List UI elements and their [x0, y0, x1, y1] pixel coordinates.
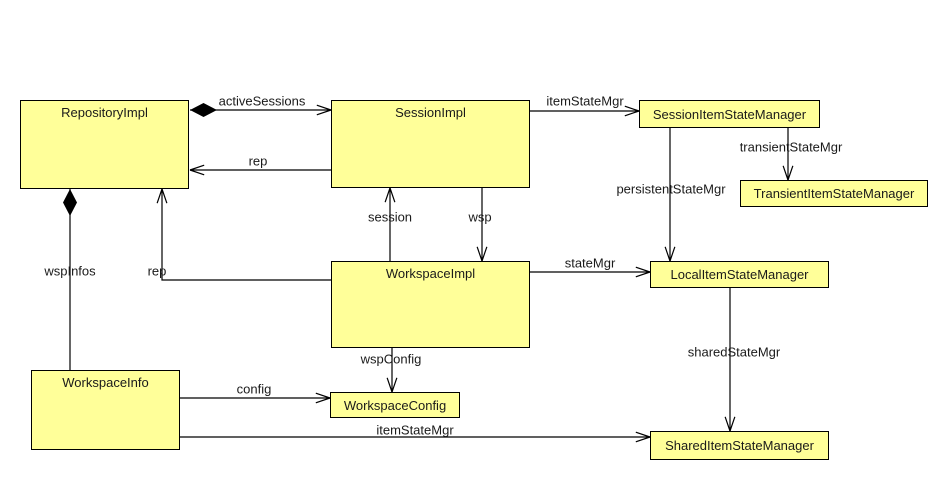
node-local-item-state-manager: LocalItemStateManager: [650, 261, 829, 288]
edge-label-active-sessions: activeSessions: [218, 93, 306, 109]
node-label-workspace-info: WorkspaceInfo: [62, 375, 149, 390]
edge-label-item-state-mgr-wspinfo: itemStateMgr: [376, 422, 454, 438]
node-label-transient-item-state-manager: TransientItemStateManager: [753, 186, 915, 201]
edge-label-wsp: wsp: [468, 209, 492, 225]
node-label-workspace-impl: WorkspaceImpl: [385, 266, 476, 281]
node-label-shared-item-state-manager: SharedItemStateManager: [665, 438, 814, 453]
edge-label-wsp-infos: wspInfos: [44, 263, 96, 279]
edge-label-transient-state-mgr: transientStateMgr: [739, 139, 843, 155]
node-label-local-item-state-manager: LocalItemStateManager: [670, 267, 809, 282]
edge-persistent-state-mgr: [664, 128, 676, 262]
node-label-session-impl: SessionImpl: [395, 105, 466, 120]
edge-wsp: [476, 188, 488, 262]
edge-label-rep-from-workspace: rep: [147, 263, 167, 279]
edge-active-sessions: [190, 103, 332, 117]
node-session-impl: SessionImpl: [331, 100, 530, 188]
edge-item-state-mgr-wspinfo: [180, 431, 651, 443]
edge-state-mgr: [530, 266, 651, 278]
edge-label-persistent-state-mgr: persistentStateMgr: [616, 181, 726, 197]
edge-label-shared-state-mgr: sharedStateMgr: [687, 344, 781, 360]
edge-wsp-config: [386, 348, 398, 393]
edge-transient-state-mgr: [782, 128, 794, 181]
edge-session: [384, 187, 396, 261]
edge-rep-from-session: [189, 164, 331, 176]
edge-label-config: config: [236, 381, 272, 397]
node-label-session-item-state-manager: SessionItemStateManager: [652, 106, 807, 122]
edge-label-state-mgr: stateMgr: [564, 255, 616, 271]
edge-wsp-infos: [63, 189, 77, 370]
node-transient-item-state-manager: TransientItemStateManager: [740, 180, 928, 207]
node-label-repository-impl: RepositoryImpl: [61, 105, 148, 120]
node-workspace-info: WorkspaceInfo: [31, 370, 180, 450]
edge-label-rep-from-session: rep: [248, 153, 268, 169]
node-label-workspace-config: WorkspaceConfig: [343, 397, 447, 413]
edge-rep-from-workspace: [156, 188, 331, 281]
node-repository-impl: RepositoryImpl: [20, 100, 189, 189]
edge-label-item-state-mgr-session: itemStateMgr: [546, 93, 624, 109]
node-workspace-config: WorkspaceConfig: [330, 392, 460, 418]
node-session-item-state-manager: SessionItemStateManager: [639, 100, 820, 128]
diamond-aggregation-icon: [63, 189, 77, 216]
edge-label-session: session: [367, 209, 413, 225]
edge-shared-state-mgr: [724, 288, 736, 432]
node-workspace-impl: WorkspaceImpl: [331, 261, 530, 348]
edge-config: [180, 392, 331, 404]
edge-label-wsp-config: wspConfig: [360, 351, 422, 367]
node-shared-item-state-manager: SharedItemStateManager: [650, 431, 829, 460]
diamond-aggregation-icon: [190, 103, 217, 117]
edge-item-state-mgr-session: [530, 105, 640, 117]
